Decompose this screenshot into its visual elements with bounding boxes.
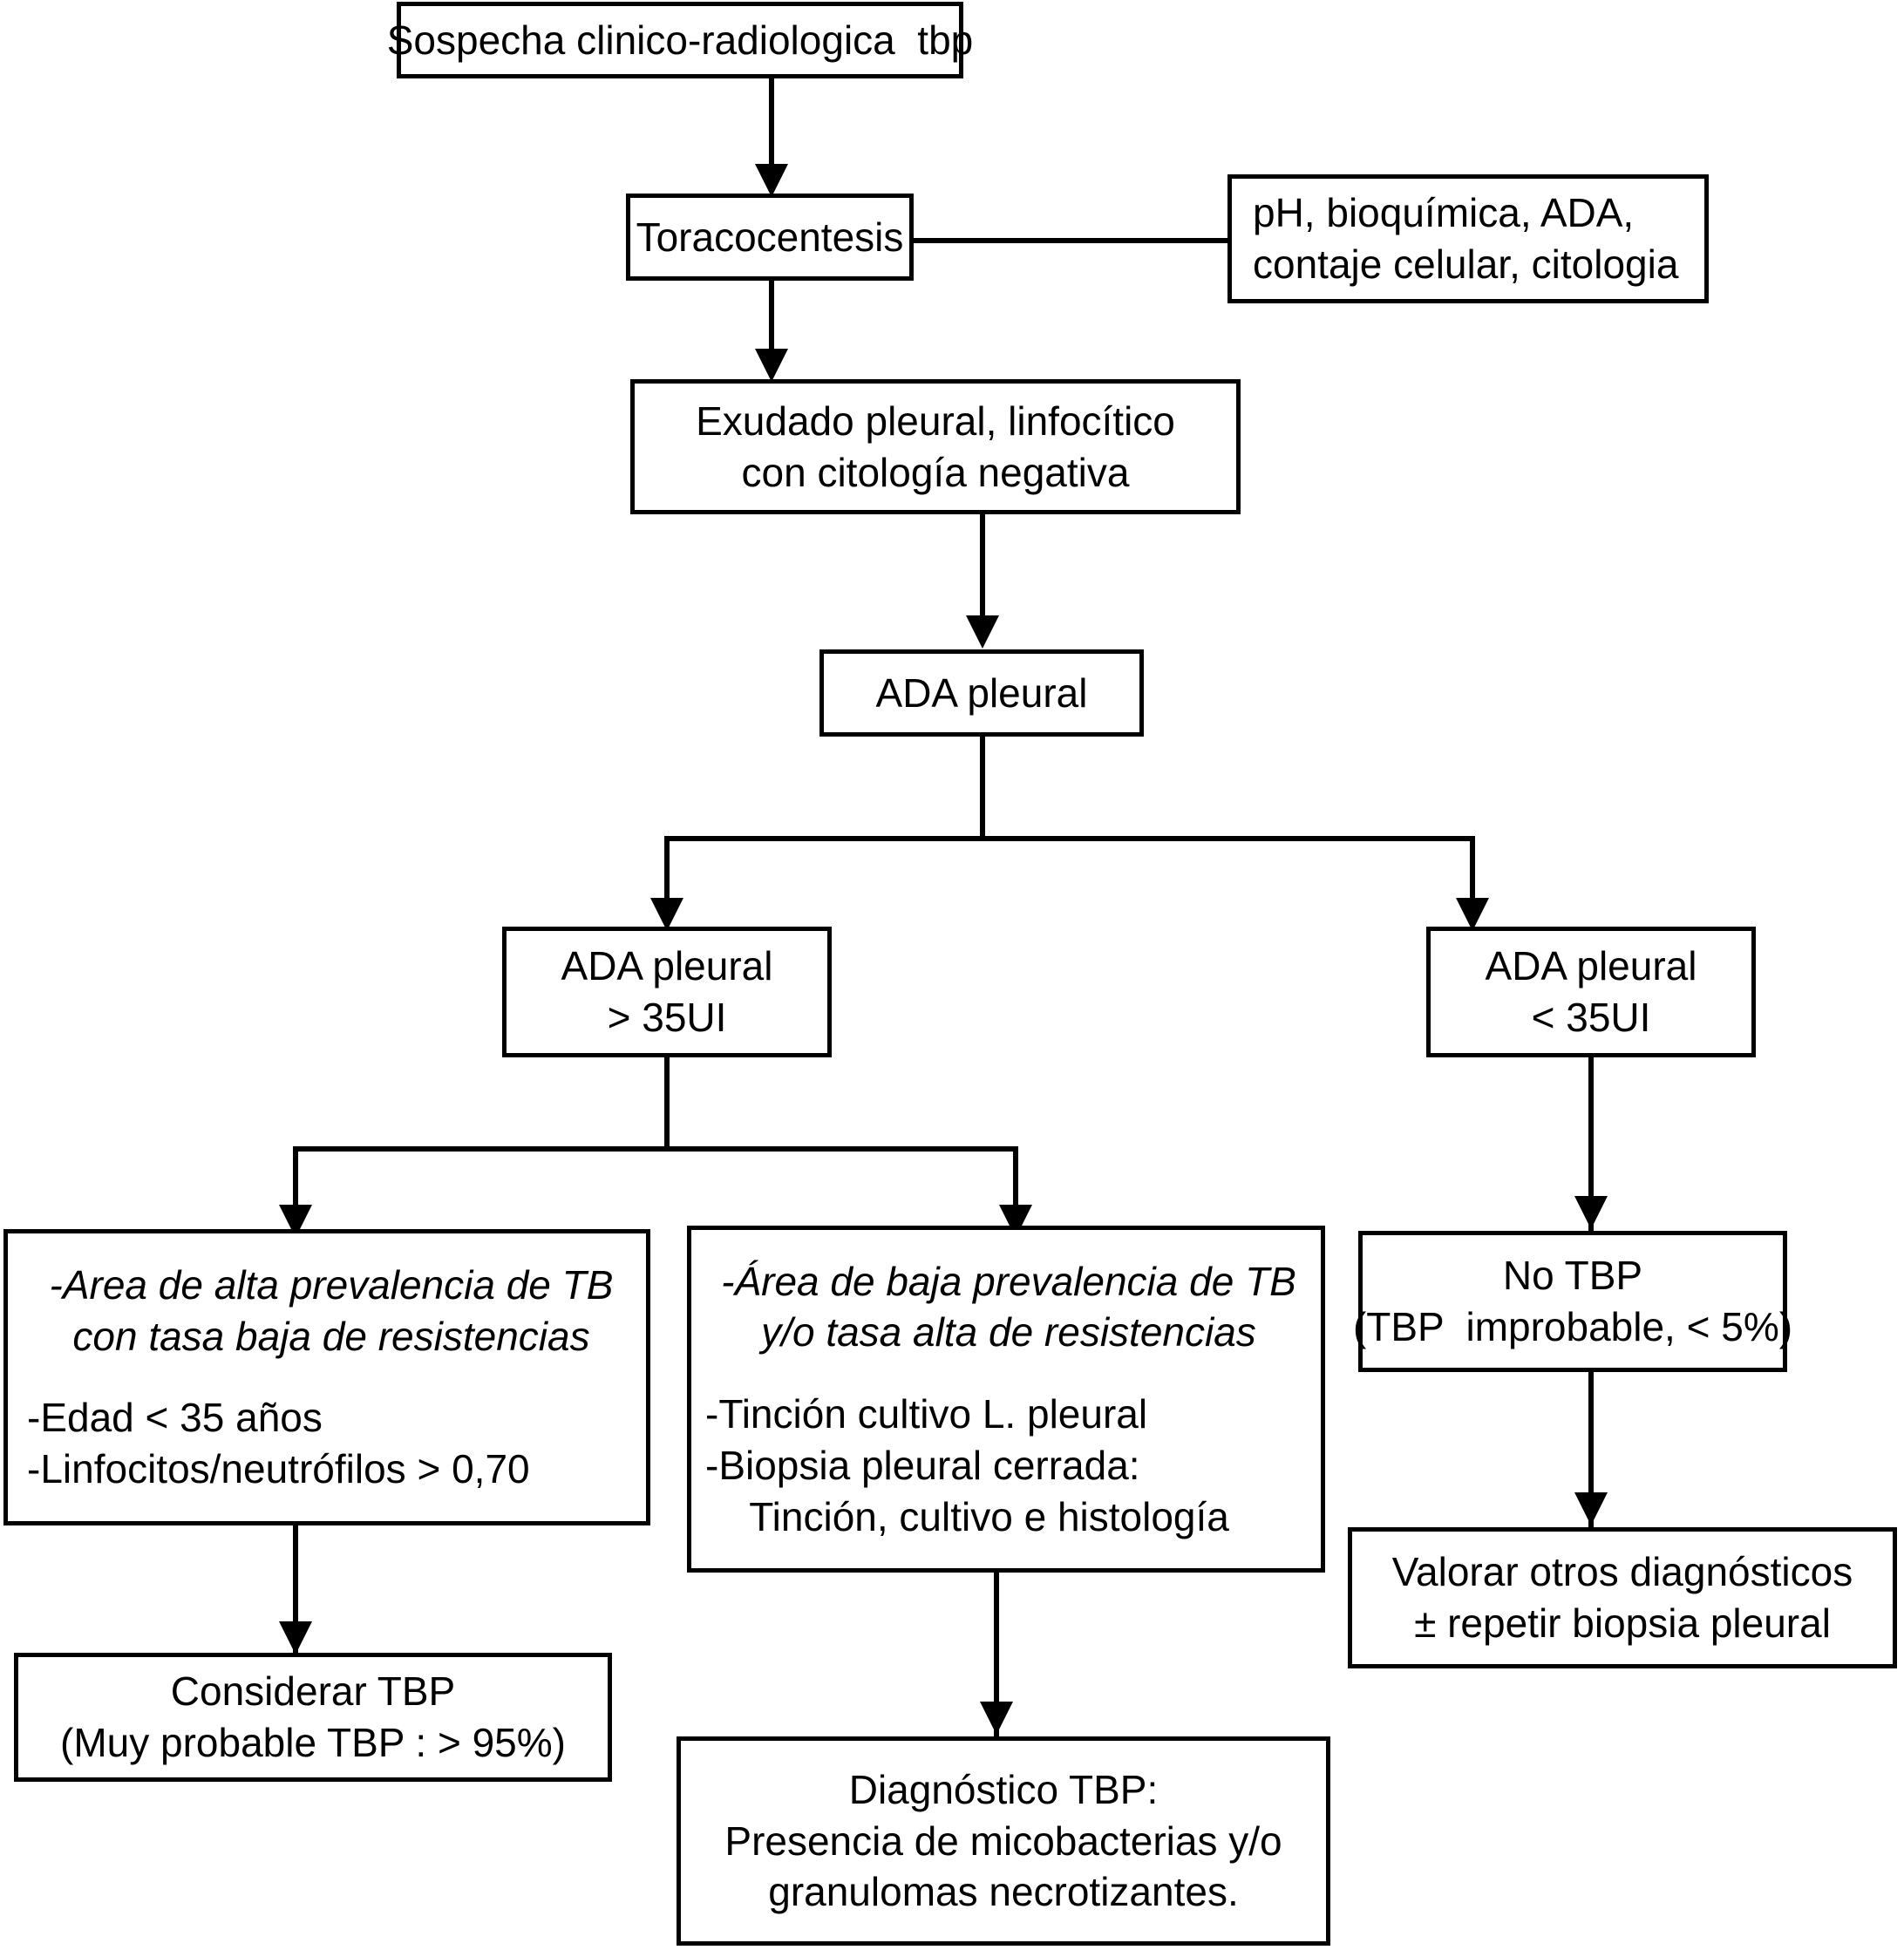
edge-alta-prev-drop: [293, 1146, 298, 1226]
edge-ada-alto-stem: [664, 1057, 670, 1152]
node-diagnostico-line-0: Diagnóstico TBP:: [848, 1766, 1159, 1812]
node-no-tbp[interactable]: No TBP (TBP improbable, < 5%): [1353, 1231, 1792, 1372]
node-ada-pleural-bajo[interactable]: ADA pleural < 35UI: [1426, 927, 1756, 1057]
node-area-baja-prevalencia[interactable]: -Área de baja prevalencia de TB y/o tasa…: [687, 1226, 1325, 1573]
node-ada-alto-line-1: > 35UI: [607, 995, 727, 1040]
node-ada-bajo-line-0: ADA pleural: [1485, 943, 1697, 989]
node-ada-pleural-alto[interactable]: ADA pleural > 35UI: [502, 927, 832, 1057]
edge-ada-bajo-notbp: [1588, 1057, 1594, 1232]
edge-notbp-valorar: [1588, 1371, 1594, 1530]
node-alta-prev-plain-0: -Edad < 35 años: [27, 1395, 323, 1441]
edge-ada-left-drop: [664, 836, 670, 914]
node-toracocentesis-line-0: Toracocentesis: [636, 214, 904, 260]
arrowhead-diagnostico-tbp: [980, 1702, 1013, 1735]
edge-ada-stem: [980, 737, 985, 841]
edge-toracocentesis-analisis: [914, 238, 1229, 243]
node-analisis-liquido-pleural[interactable]: pH, bioquímica, ADA, contaje celular, ci…: [1227, 174, 1709, 303]
node-alta-prev-plain-1: -Linfocitos/neutrófilos > 0,70: [27, 1446, 530, 1492]
arrowhead-toracocentesis: [755, 164, 788, 197]
node-valorar-line-0: Valorar otros diagnósticos: [1391, 1549, 1853, 1595]
node-considerar-line-0: Considerar TBP: [170, 1668, 456, 1715]
node-no-tbp-line-0: No TBP: [1502, 1253, 1643, 1299]
edge-toracocentesis-exudado: [769, 279, 774, 364]
node-baja-prev-plain-2: Tinción, cultivo e histología: [705, 1493, 1229, 1539]
node-exudado-pleural[interactable]: Exudado pleural, linfocítico con citolog…: [630, 379, 1241, 514]
node-ada-pleural[interactable]: ADA pleural: [819, 649, 1144, 737]
node-exudado-line-1: con citología negativa: [741, 449, 1130, 495]
node-alta-prev-italic-1: con tasa baja de resistencias: [72, 1313, 590, 1359]
edge-alta-prev-considerar: [293, 1524, 298, 1656]
arrowhead-ada-alto: [650, 898, 683, 931]
node-alta-prev-italic-0: -Area de alta prevalencia de TB: [49, 1262, 614, 1308]
node-ada-bajo-line-1: < 35UI: [1531, 995, 1651, 1040]
edge-exudado-ada: [980, 514, 985, 628]
node-baja-prev-plain-0: -Tinción cultivo L. pleural: [705, 1390, 1148, 1437]
edge-baja-prev-drop: [1013, 1146, 1018, 1226]
node-diagnostico-tbp[interactable]: Diagnóstico TBP: Presencia de micobacter…: [677, 1736, 1330, 1946]
edge-ada-split-bar: [664, 836, 1475, 841]
edge-ada-alto-split-bar: [293, 1146, 1018, 1152]
node-sospecha-line-0: Sospecha clinico-radiologica tbp: [386, 17, 974, 63]
node-diagnostico-line-2: granulomas necrotizantes.: [768, 1869, 1239, 1915]
node-sospecha-clinico-radiologica[interactable]: Sospecha clinico-radiologica tbp: [387, 2, 973, 78]
edge-ada-right-drop: [1470, 836, 1475, 914]
edge-sospecha-toracocentesis: [769, 78, 774, 181]
arrowhead-ada-pleural: [966, 615, 999, 649]
node-valorar-otros-diagnosticos[interactable]: Valorar otros diagnósticos ± repetir bio…: [1348, 1527, 1897, 1668]
node-diagnostico-line-1: Presencia de micobacterias y/o: [724, 1818, 1282, 1864]
node-considerar-line-1: (Muy probable TBP : > 95%): [60, 1720, 566, 1765]
node-analisis-line-0: pH, bioquímica, ADA,: [1253, 190, 1635, 236]
arrowhead-no-tbp: [1574, 1196, 1608, 1229]
node-baja-prev-italic-1: y/o tasa alta de resistencias: [761, 1309, 1256, 1355]
node-analisis-line-1: contaje celular, citologia: [1253, 241, 1679, 287]
node-ada-pleural-line-0: ADA pleural: [875, 669, 1088, 716]
node-ada-alto-line-0: ADA pleural: [561, 943, 773, 989]
arrowhead-ada-bajo: [1456, 898, 1489, 931]
edge-baja-prev-diagnostico: [994, 1571, 999, 1738]
arrowhead-valorar-otros: [1574, 1492, 1608, 1525]
node-valorar-line-1: ± repetir biopsia pleural: [1414, 1600, 1831, 1646]
arrowhead-considerar-tbp: [279, 1621, 312, 1654]
node-baja-prev-italic-0: -Área de baja prevalencia de TB: [721, 1258, 1296, 1304]
node-no-tbp-line-1: (TBP improbable, < 5%): [1352, 1304, 1793, 1349]
node-exudado-line-0: Exudado pleural, linfocítico: [696, 397, 1175, 444]
node-area-alta-prevalencia[interactable]: -Area de alta prevalencia de TB con tasa…: [3, 1229, 650, 1525]
node-toracocentesis[interactable]: Toracocentesis: [626, 194, 914, 281]
node-baja-prev-plain-1: -Biopsia pleural cerrada:: [705, 1442, 1140, 1488]
node-considerar-tbp[interactable]: Considerar TBP (Muy probable TBP : > 95%…: [14, 1653, 612, 1782]
arrowhead-exudado: [755, 349, 788, 382]
